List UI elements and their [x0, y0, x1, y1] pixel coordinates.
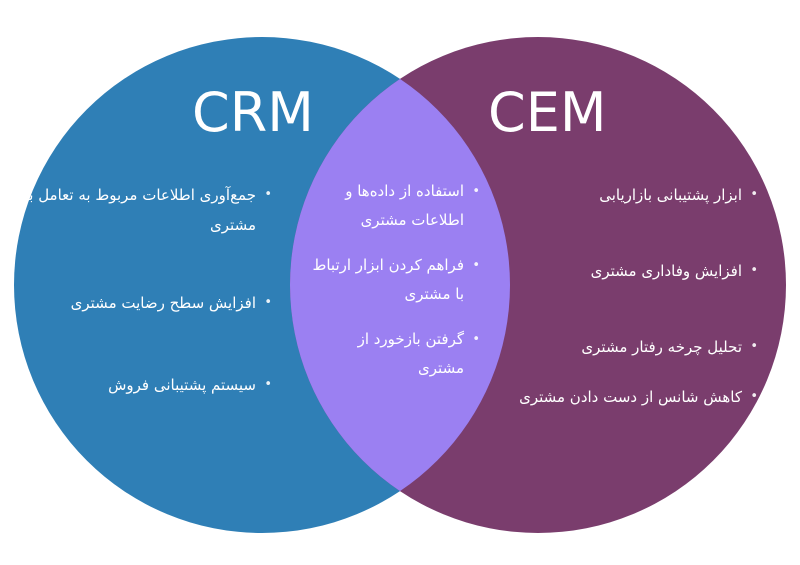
crm-items: جمع‌آوری اطلاعات مربوط به تعامل با مشتری…: [10, 180, 272, 400]
cem-item: افزایش وفاداری مشتری: [488, 256, 758, 286]
shared-item: استفاده از داده‌ها و اطلاعات مشتری: [310, 177, 480, 235]
overlap-region: [290, 37, 510, 533]
cem-item: کاهش شانس از دست دادن مشتری: [488, 382, 758, 412]
crm-item: سیستم پشتیبانی فروش: [10, 370, 272, 400]
shared-item: گرفتن بازخورد از مشتری: [310, 325, 480, 383]
crm-item: جمع‌آوری اطلاعات مربوط به تعامل با مشتری: [10, 180, 272, 240]
crm-item: افزایش سطح رضایت مشتری: [10, 288, 272, 318]
shared-item: فراهم کردن ابزار ارتباط با مشتری: [310, 251, 480, 309]
shared-items: استفاده از داده‌ها و اطلاعات مشتری فراهم…: [310, 177, 480, 399]
cem-item: تحلیل چرخه رفتار مشتری: [488, 332, 758, 362]
crm-title: CRM: [192, 81, 314, 144]
cem-items: ابزار پشتیبانی بازاریابی افزایش وفاداری …: [488, 180, 758, 412]
cem-item: ابزار پشتیبانی بازاریابی: [488, 180, 758, 210]
cem-title: CEM: [488, 81, 607, 144]
